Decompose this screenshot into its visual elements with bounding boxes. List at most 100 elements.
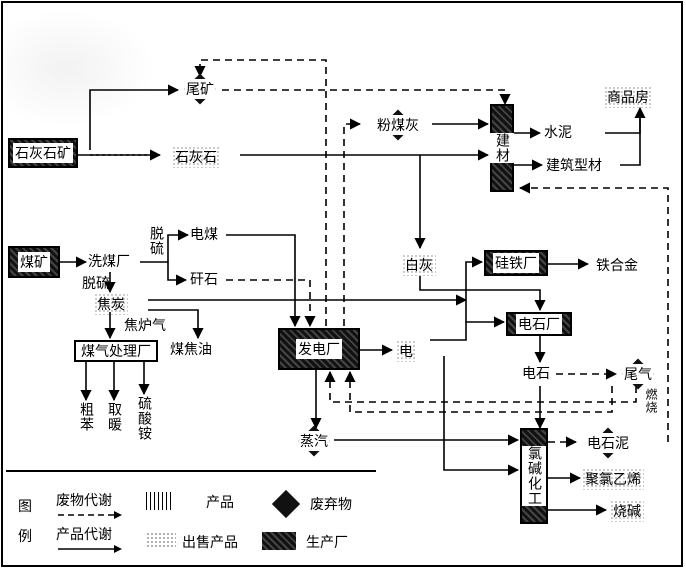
arrow-cement-to-housing (605, 106, 646, 134)
legend-title-1: 图 (18, 499, 32, 515)
arrow-washing-to-gangue (167, 262, 188, 286)
arrow-plant-to-tailings-dash (194, 59, 327, 326)
legend-title-2: 例 (18, 529, 32, 545)
gas-processing-label: 煤气处理厂 (81, 344, 151, 360)
limestone-node: 石灰石 (172, 146, 220, 168)
limestone-label: 石灰石 (175, 150, 217, 166)
cement-node: 水泥 (544, 125, 572, 141)
legend-waste-label: 废弃物 (310, 497, 352, 513)
heating-label: 取暖 (106, 402, 122, 432)
chlor-alkali-plant: 氯碱化工 (520, 428, 548, 524)
desulfurization-node-1: 脱硫 (148, 226, 164, 256)
tail-gas-burn-label: 燃烧 (644, 388, 658, 414)
power-coal-node: 电煤 (190, 227, 218, 243)
crude-benzene-label: 粗苯 (78, 402, 94, 432)
coal-mine-label: 煤矿 (18, 252, 50, 272)
power-coal-label: 电煤 (190, 227, 218, 243)
carbide-plant-box: 电石厂 (506, 312, 572, 336)
legend-sold-product-label: 出售产品 (182, 535, 238, 551)
pvc-node: 聚氯乙烯 (582, 468, 644, 490)
coal-tar-node: 煤焦油 (170, 342, 212, 358)
building-profiles-node: 建筑型材 (546, 158, 602, 174)
desulfurization-label-1: 脱硫 (148, 226, 164, 256)
limestone-mine-box: 石灰石矿 (8, 138, 78, 168)
legend: 图 例 废物代谢 产品代谢 产品 废弃物 出售产品 生产厂 (6, 470, 376, 560)
gangue-node: 矸石 (190, 272, 218, 288)
commercial-housing-node: 商品房 (604, 86, 652, 108)
background-texture (6, 8, 156, 128)
legend-product-flow-arrow (58, 545, 122, 553)
desulfurization-node-2: 脱硫 (82, 276, 110, 292)
arrow-tailgas-to-plant-dash (324, 370, 637, 403)
arrow-power-coal-to-plant (226, 234, 301, 328)
carbide-plant-label: 电石厂 (516, 314, 562, 334)
coal-mine-box: 煤矿 (8, 246, 60, 278)
power-plant-box: 发电厂 (278, 328, 360, 370)
ferroalloy-label: 铁合金 (596, 258, 638, 274)
fly-ash-node: 粉煤灰 (364, 109, 432, 141)
limestone-mine-label: 石灰石矿 (13, 143, 73, 163)
tailings-node: 尾矿 (176, 73, 224, 105)
quicklime-node: 白灰 (402, 254, 436, 276)
coal-tar-label: 煤焦油 (170, 342, 212, 358)
desulfurization-label-2: 脱硫 (82, 276, 110, 292)
gangue-label: 矸石 (190, 272, 218, 288)
legend-waste-flow-arrow (58, 511, 122, 519)
heating-node: 取暖 (106, 402, 122, 432)
arrow-electricity-to-carbide (430, 316, 506, 341)
building-profiles-label: 建筑型材 (546, 158, 602, 174)
commercial-housing-label: 商品房 (607, 90, 649, 106)
arrow-carbide-slag-to-materials-dash (518, 182, 669, 442)
carbide-slag-label: 电石泥 (586, 433, 630, 453)
electricity-label: 电 (399, 344, 413, 360)
ferrosilicon-plant-box: 硅铁厂 (484, 250, 548, 276)
coke-node: 焦炭 (94, 293, 128, 315)
arrow-quicklime-to-carbide (419, 276, 546, 312)
arrow-coke-to-tar (148, 309, 204, 340)
crude-benzene-node: 粗苯 (78, 402, 94, 432)
coke-label: 焦炭 (97, 297, 125, 313)
legend-factory-label: 生产厂 (306, 535, 348, 551)
arrow-limestone-mine-to-tailings (89, 84, 180, 150)
tail-gas-node: 尾气 (618, 358, 658, 390)
legend-product-label: 产品 (206, 495, 234, 511)
carbide-slag-node: 电石泥 (578, 427, 638, 459)
chlor-alkali-label: 氯碱化工 (522, 446, 546, 506)
arrow-tailings-to-materials-dash (222, 89, 511, 106)
ammonium-sulfate-label: 硫酸铵 (136, 396, 152, 441)
building-materials-label: 建材 (490, 133, 514, 163)
caustic-soda-label: 烧碱 (613, 504, 641, 520)
arrow-electricity-to-chloralkali (443, 356, 520, 476)
arrow-gangue-to-plant-dash (226, 279, 316, 328)
tail-gas-burn-node: 燃烧 (644, 388, 658, 414)
steam-node: 蒸汽 (292, 425, 336, 457)
calcium-carbide-node: 电石 (522, 366, 550, 382)
coal-washing-label: 洗煤厂 (88, 254, 130, 270)
ferroalloy-node: 铁合金 (596, 258, 638, 274)
legend-sold-product-icon (146, 532, 176, 548)
gas-processing-plant: 煤气处理厂 (74, 340, 158, 362)
tail-gas-label: 尾气 (623, 364, 653, 384)
pvc-label: 聚氯乙烯 (585, 472, 641, 488)
tailings-label: 尾矿 (185, 79, 215, 99)
coal-washing-node: 洗煤厂 (88, 254, 130, 270)
arrow-electricity-to-ferrosilicon (465, 256, 484, 322)
legend-product-flow-label: 产品代谢 (56, 527, 112, 543)
legend-waste-flow-label: 废物代谢 (56, 493, 112, 509)
arrow-profiles-to-housing (620, 108, 641, 166)
arrow-tailgas-to-plant-dash-2 (344, 370, 613, 413)
arrow-washing-to-power-coal (140, 229, 190, 263)
ammonium-sulfate-node: 硫酸铵 (136, 396, 152, 441)
coke-oven-gas-label: 焦炉气 (124, 318, 166, 334)
fly-ash-label: 粉煤灰 (376, 115, 420, 135)
legend-waste-diamond-icon (271, 489, 301, 519)
ferrosilicon-plant-label: 硅铁厂 (493, 253, 539, 273)
cement-label: 水泥 (544, 125, 572, 141)
calcium-carbide-label: 电石 (522, 366, 550, 382)
building-materials-plant: 建材 (490, 104, 514, 192)
coke-oven-gas-node: 焦炉气 (124, 318, 166, 334)
electricity-node: 电 (396, 340, 416, 362)
